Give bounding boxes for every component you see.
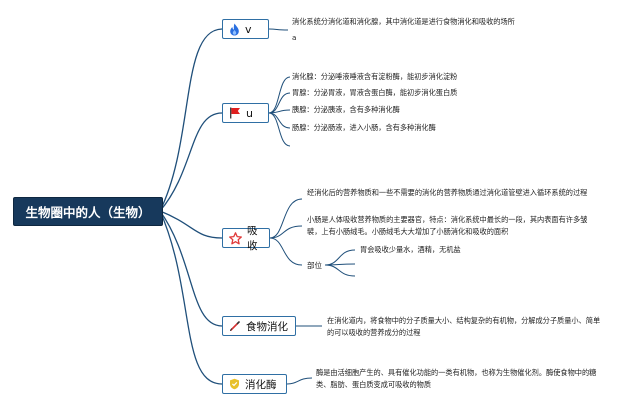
link-branch-2-extra [268,112,291,147]
link-branch-1-notes [268,28,289,31]
branch-node-4[interactable]: 食物消化 [222,316,296,336]
note-2-3: 胰腺：分泌胰液，含有多种消化酶 [292,105,400,114]
star-icon [229,231,242,245]
link-root-branch-3 [159,210,223,239]
sub-note-1: 胃会吸收少量水，酒精，无机盐 [360,245,461,254]
branch-label-3: 吸收 [247,225,258,252]
branch-label-5: 消化酶 [245,378,277,391]
sub-label-location: 部位 [307,261,322,270]
link-branch-3-note-1 [269,198,303,239]
fire-icon [229,23,240,36]
link-sub-note-3 [324,264,356,277]
branch-node-5[interactable]: 消化酶 [222,374,287,394]
branch-node-3[interactable]: 吸收 [222,225,270,252]
branch-node-1[interactable]: v [222,19,269,39]
link-sub-note-1 [324,249,356,266]
branch-label-4: 食物消化 [246,320,288,333]
link-branch-2-note-1 [268,76,291,114]
link-root-branch-5 [159,210,223,385]
link-branch-2-note-4 [268,112,291,129]
root-label: 生物圈中的人（生物） [25,205,151,220]
branch-label-2: u [246,106,253,120]
note-3-2: 小肠是人体吸收营养物质的主要器官，特点：消化系统中最长的一段，其内表面有许多皱襞… [307,215,588,236]
link-branch-5-notes [286,377,313,385]
root-node[interactable]: 生物圈中的人（生物） [13,197,163,226]
flag-icon [229,107,241,119]
link-branch-3-note-2 [269,225,303,239]
link-root-branch-1 [159,28,223,212]
note-2-2: 胃腺：分泌胃液，胃液含蛋白酶，能初步消化蛋白质 [292,88,458,97]
pen-icon [229,320,241,332]
note-5-1: 酶是由活细胞产生的、具有催化功能的一类有机物，也称为生物催化剂。酶使食物中的糖类… [316,368,597,389]
link-root-branch-2 [159,112,223,212]
note-1-1: 消化系统分消化道和消化腺，其中消化道是进行食物消化和吸收的场所 [292,17,515,26]
shield-icon [229,378,240,390]
note-2-1: 消化腺：分泌唾液唾液含有淀粉酶，能初步消化淀粉 [292,72,458,81]
note-3-1: 经消化后的营养物质和一些不需要的消化的营养物质通过消化道管壁进入循环系统的过程 [307,188,588,197]
note-4-1: 在消化道内，将食物中的分子质量大小、结构复杂的有机物，分解成分子质量小、简单的可… [327,316,601,337]
note-1-2: a [292,33,297,42]
link-branch-3-sub [269,237,303,266]
branch-label-1: v [245,22,252,36]
branch-node-2[interactable]: u [222,103,269,123]
note-2-4: 肠腺：分泌肠液，进入小肠，含有多种消化酶 [292,123,436,132]
link-root-branch-4 [159,210,223,327]
